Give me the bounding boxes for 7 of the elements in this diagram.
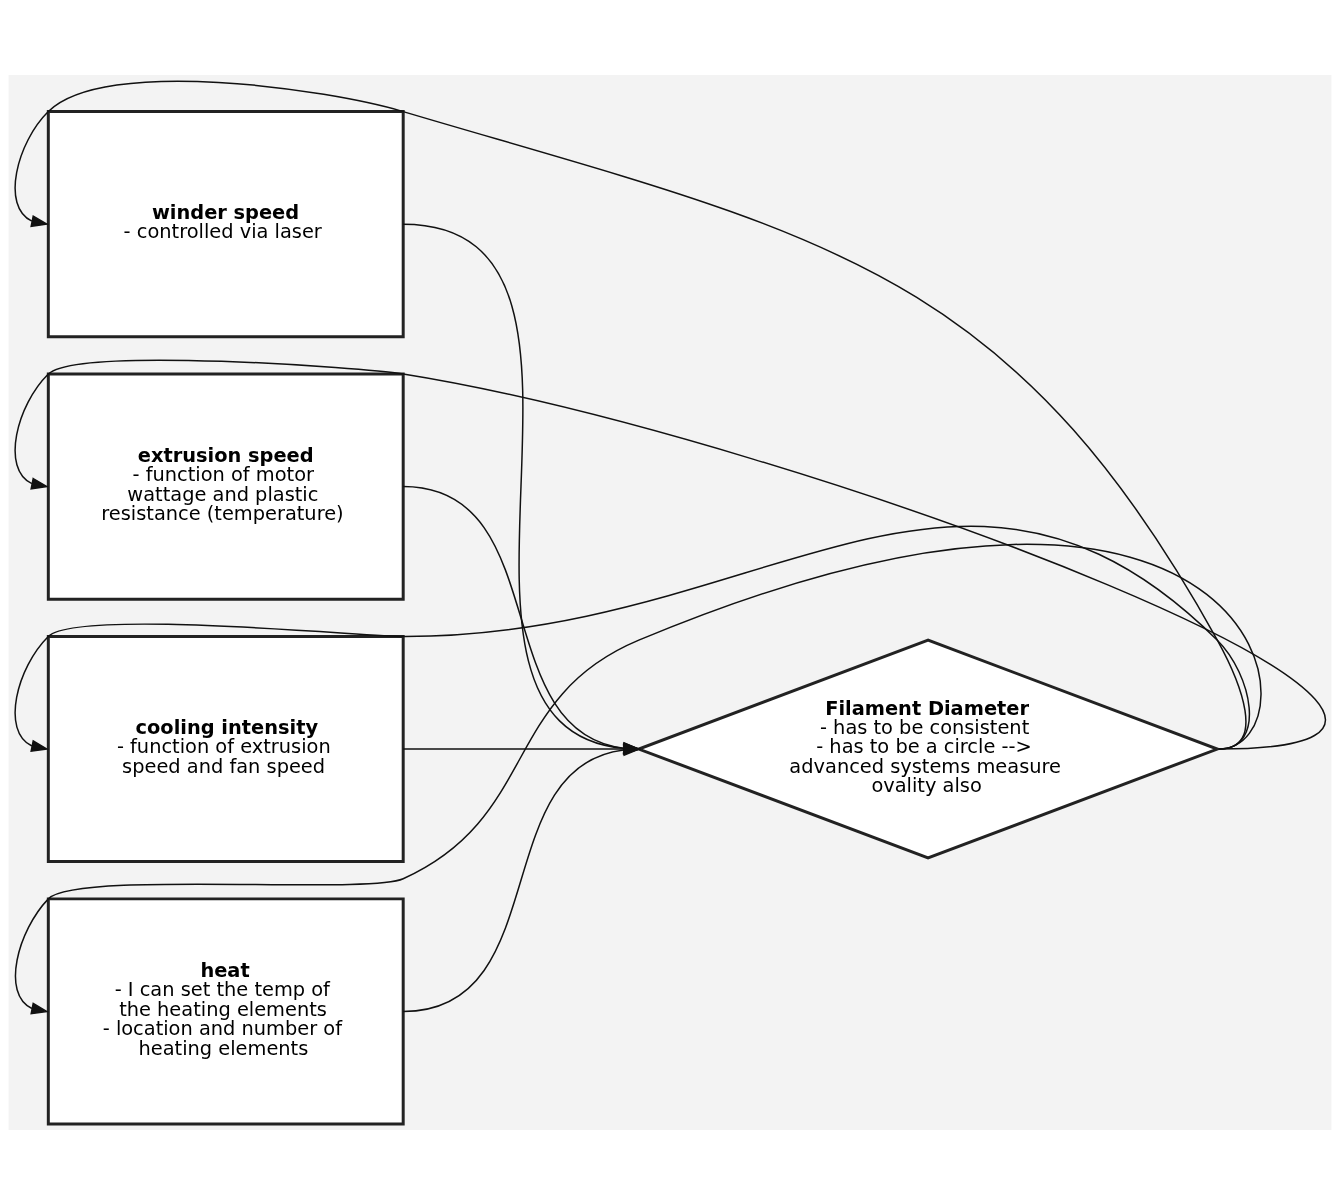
arrow	[14, 543, 1262, 1015]
node-box: extrusion speed - function of motor wattage and plastic resistance (temperature)	[46, 372, 405, 601]
arrow	[14, 359, 1326, 750]
node-box: heat - I can set the temp of the heating elements - location and number of heating elements	[46, 896, 405, 1126]
node-box: winder speed - controlled via laser	[46, 109, 405, 338]
node-box: cooling intensity - function of extrusion speed and fan speed	[46, 634, 405, 863]
arrow	[14, 80, 1247, 750]
